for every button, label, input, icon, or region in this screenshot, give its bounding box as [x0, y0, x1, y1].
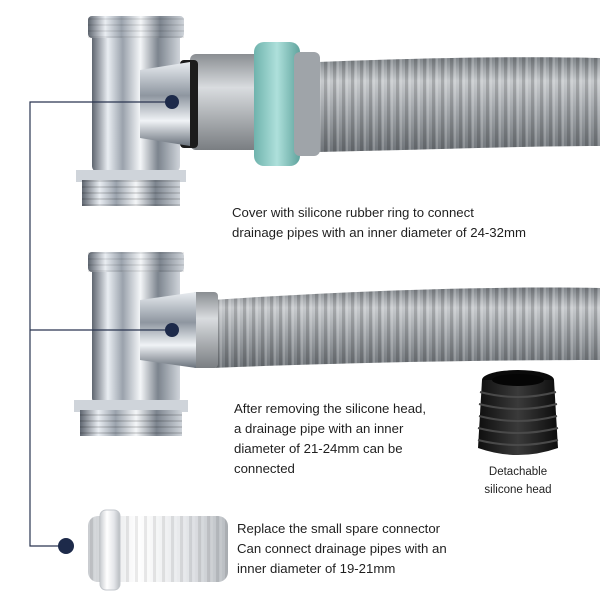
caption-line: Cover with silicone rubber ring to conne…: [232, 205, 474, 220]
caption-line: silicone head: [484, 484, 552, 496]
caption-line: Detachable: [488, 466, 548, 478]
callout-dot-bottom: [58, 538, 74, 554]
caption-line: Replace the small spare connector: [237, 521, 441, 536]
caption-line: After removing the silicone head,: [234, 401, 427, 416]
callout-dot-top: [165, 95, 179, 109]
caption-line: inner diameter of 19-21mm: [237, 561, 396, 576]
caption-removed-head: After removing the silicone head, a drai…: [234, 399, 426, 479]
callout-dot-middle: [165, 323, 179, 337]
middle-tee-assembly: [74, 252, 600, 436]
spare-connector: [88, 509, 228, 591]
caption-line: diameter of 21-24mm can be: [234, 441, 403, 456]
top-tee-assembly: [76, 16, 600, 206]
caption-line: drainage pipes with an inner diameter of…: [232, 225, 526, 240]
caption-line: connected: [234, 461, 295, 476]
caption-spare-connector: Replace the small spare connector Can co…: [237, 519, 447, 579]
caption-silicone-ring: Cover with silicone rubber ring to conne…: [232, 203, 526, 243]
caption-line: a drainage pipe with an inner: [234, 421, 404, 436]
caption-line: Can connect drainage pipes with an: [237, 541, 447, 556]
callout-lines: [29, 101, 172, 547]
caption-detachable-head: Detachable silicone head: [476, 463, 560, 499]
silicone-head: [477, 370, 559, 455]
